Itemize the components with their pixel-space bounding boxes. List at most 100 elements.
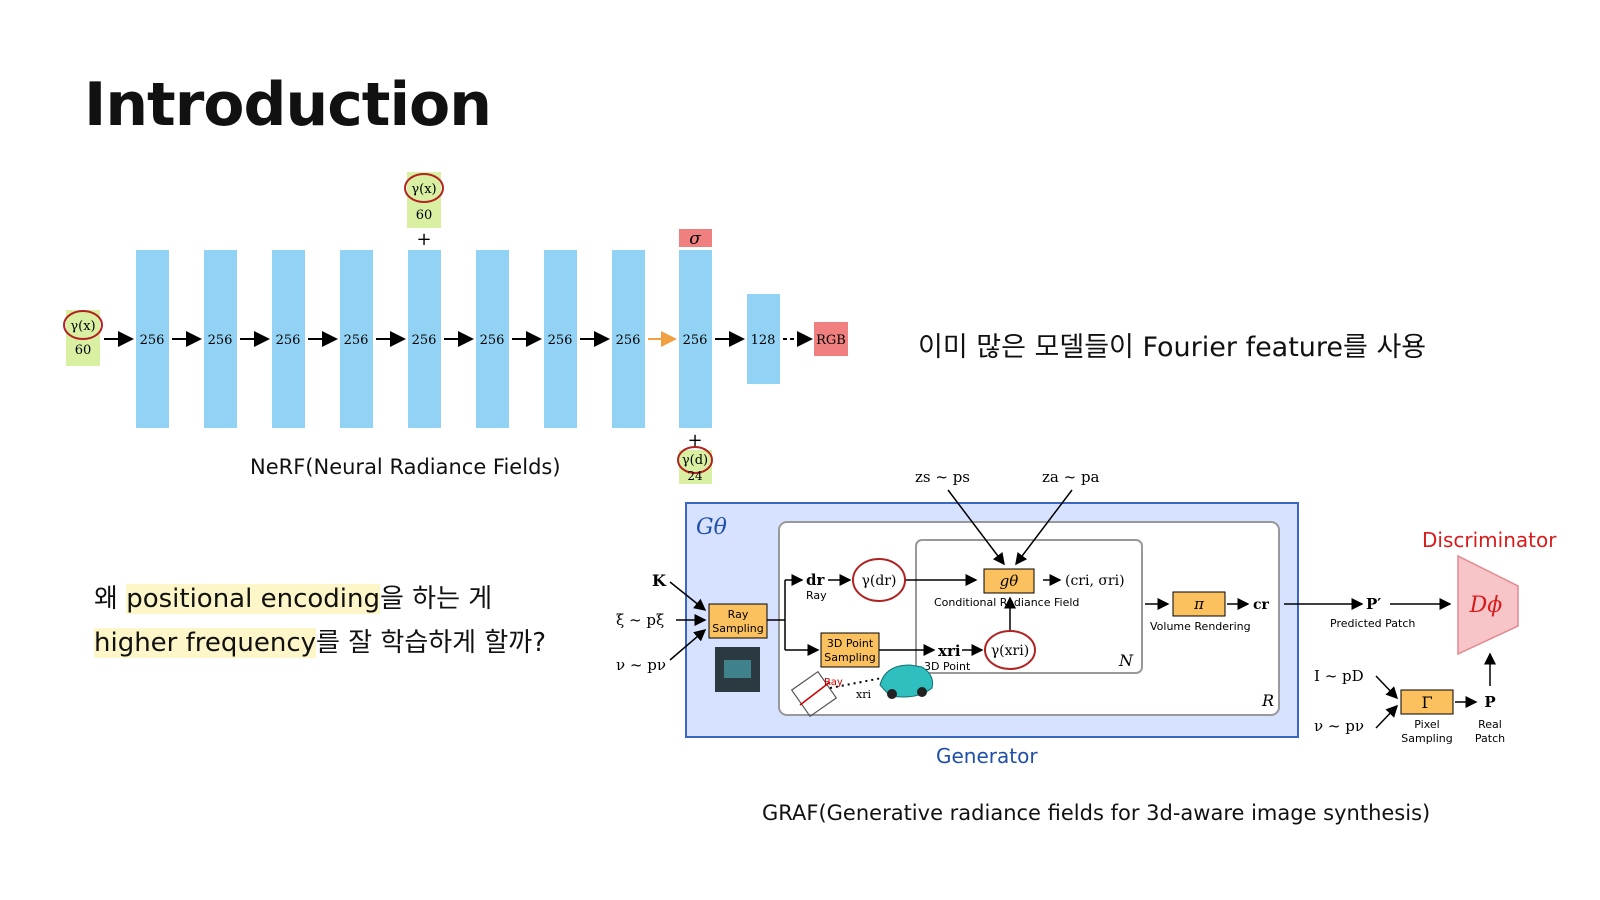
nerf-rgb-label: RGB bbox=[816, 333, 846, 348]
graf-n-box bbox=[915, 539, 1143, 674]
graf-i-pd-label: I ~ pD bbox=[1314, 667, 1364, 685]
pi-box bbox=[1172, 591, 1226, 617]
graf-ray-text: Ray bbox=[806, 589, 827, 602]
nerf-input-circle bbox=[63, 310, 103, 340]
graf-gamma-xri-label: γ(xri) bbox=[991, 643, 1029, 659]
nerf-dir-box bbox=[679, 450, 712, 484]
ray-sampling-line-2: Sampling bbox=[712, 622, 764, 635]
nerf-layer-5-label: 256 bbox=[412, 333, 437, 348]
gamma-label: Γ bbox=[1421, 693, 1432, 712]
car-wheel-back bbox=[917, 687, 927, 697]
point-sampling-box bbox=[820, 632, 880, 668]
graf-cr-label: cr bbox=[1253, 597, 1270, 613]
nerf-layer-5 bbox=[408, 250, 441, 428]
nerf-layer-9-label: 256 bbox=[683, 333, 708, 348]
nerf-layer-8-label: 256 bbox=[616, 333, 641, 348]
generator-g-label: Gθ bbox=[696, 515, 727, 540]
graf-dr-label: dr bbox=[806, 571, 825, 589]
question-line-1: 왜 positional encoding을 하는 게 bbox=[94, 577, 546, 621]
nerf-input-label: γ(x) bbox=[70, 319, 95, 334]
question-line-2: higher frequency를 잘 학습하게 할까? bbox=[94, 621, 546, 665]
nerf-layer-4 bbox=[340, 250, 373, 428]
nerf-diagram: γ(x) 60 256 256 256 256 256 256 256 256 … bbox=[63, 172, 848, 484]
nerf-layer-2 bbox=[204, 250, 237, 428]
graf-latent-arrows bbox=[947, 489, 1073, 566]
nerf-layer-1 bbox=[136, 250, 169, 428]
ray-sampling-line-1: Ray bbox=[728, 608, 749, 621]
question-line-1-pre: 왜 bbox=[94, 584, 127, 614]
real-patch-line-1: Real bbox=[1478, 718, 1502, 731]
g-theta-box bbox=[983, 568, 1035, 594]
nerf-skip-circle bbox=[404, 173, 444, 203]
graf-gamma-dr-label: γ(dr) bbox=[862, 573, 897, 589]
highlight-higher-frequency: higher frequency bbox=[94, 628, 317, 658]
nerf-sigma-label: σ bbox=[689, 229, 701, 249]
discriminator-shape bbox=[1457, 554, 1519, 656]
graf-xri-label: xri bbox=[938, 642, 961, 660]
nerf-layers bbox=[136, 250, 780, 428]
nerf-dir-label: γ(d) bbox=[682, 453, 708, 468]
nerf-layer-8 bbox=[612, 250, 645, 428]
graf-nu-label: ν ~ pν bbox=[616, 656, 666, 674]
car-illustration: Ray xri bbox=[790, 664, 933, 718]
graf-point-text: 3D Point bbox=[924, 660, 971, 673]
car-wheel-front bbox=[887, 689, 897, 699]
nerf-layer-1-label: 256 bbox=[140, 333, 165, 348]
pixel-sampling-line-1: Pixel bbox=[1414, 718, 1439, 731]
nerf-skip-dim: 60 bbox=[416, 208, 433, 223]
question-text: 왜 positional encoding을 하는 게 higher frequ… bbox=[94, 577, 546, 665]
graf-input-arrows bbox=[669, 581, 707, 661]
real-path-arrows bbox=[1375, 652, 1496, 729]
nerf-layer-2-label: 256 bbox=[208, 333, 233, 348]
nerf-dir-circle bbox=[677, 446, 713, 474]
nerf-layer-10-label: 128 bbox=[751, 333, 776, 348]
nerf-layer-7 bbox=[544, 250, 577, 428]
question-line-2-post: 를 잘 학습하게 할까? bbox=[316, 628, 547, 658]
point-sampling-line-1: 3D Point bbox=[827, 637, 874, 650]
discriminator-caption: Discriminator bbox=[1422, 528, 1557, 552]
ray-sampling-box bbox=[708, 603, 768, 639]
nerf-skip-label: γ(x) bbox=[411, 182, 436, 197]
graf-nu2-label: ν ~ pν bbox=[1314, 717, 1364, 735]
graf-gamma-xri-circle bbox=[984, 630, 1036, 670]
fourier-feature-text: 이미 많은 모델들이 Fourier feature를 사용 bbox=[918, 332, 1427, 363]
nerf-layer-7-label: 256 bbox=[548, 333, 573, 348]
nerf-layer-6 bbox=[476, 250, 509, 428]
nerf-rgb-box bbox=[814, 322, 848, 356]
nerf-layer-3-label: 256 bbox=[276, 333, 301, 348]
nerf-sigma-box bbox=[679, 229, 712, 247]
nerf-layer-9 bbox=[679, 250, 712, 428]
graf-gamma-dr-circle bbox=[852, 558, 906, 602]
discriminator-label: Dϕ bbox=[1469, 593, 1503, 618]
slide-title: Introduction bbox=[84, 70, 492, 140]
pixel-sampling-line-2: Sampling bbox=[1401, 732, 1453, 745]
nerf-input-dim: 60 bbox=[75, 343, 92, 358]
car-ray-line bbox=[799, 681, 831, 706]
graf-pprime-label: P′ bbox=[1366, 595, 1381, 613]
graf-n-label: N bbox=[1118, 651, 1134, 670]
graf-zs-label: zs ~ ps bbox=[915, 468, 970, 486]
highlight-positional-encoding: positional encoding bbox=[126, 584, 380, 614]
nerf-layer-6-label: 256 bbox=[480, 333, 505, 348]
pi-label: π bbox=[1193, 595, 1205, 613]
nerf-skip-plus: + bbox=[416, 229, 431, 250]
graf-r-label: R bbox=[1261, 691, 1274, 710]
real-patch-line-2: Patch bbox=[1475, 732, 1505, 745]
camera-thumbnail-grid bbox=[724, 660, 751, 678]
graf-za-label: za ~ pa bbox=[1042, 468, 1100, 486]
question-line-1-post: 을 하는 게 bbox=[379, 584, 493, 614]
crf-label: Conditional Radiance Field bbox=[934, 596, 1079, 609]
graf-c-sigma-label: (cri, σri) bbox=[1065, 573, 1125, 589]
graf-ray-split bbox=[767, 580, 786, 650]
graf-p-label: P bbox=[1484, 693, 1495, 711]
graf-diagram: zs ~ ps za ~ pa Gθ R N K ξ ~ pξ ν ~ pν R… bbox=[616, 468, 1519, 745]
graf-caption: GRAF(Generative radiance fields for 3d-a… bbox=[762, 801, 1431, 825]
generator-caption: Generator bbox=[936, 744, 1038, 768]
graf-xi-label: ξ ~ pξ bbox=[616, 611, 664, 629]
volume-rendering-label: Volume Rendering bbox=[1150, 620, 1251, 633]
nerf-dir-plus: + bbox=[687, 430, 702, 451]
nerf-layer-3 bbox=[272, 250, 305, 428]
nerf-layer-10 bbox=[747, 294, 780, 384]
gamma-box bbox=[1400, 689, 1454, 715]
car-ray-label: Ray bbox=[824, 677, 843, 688]
